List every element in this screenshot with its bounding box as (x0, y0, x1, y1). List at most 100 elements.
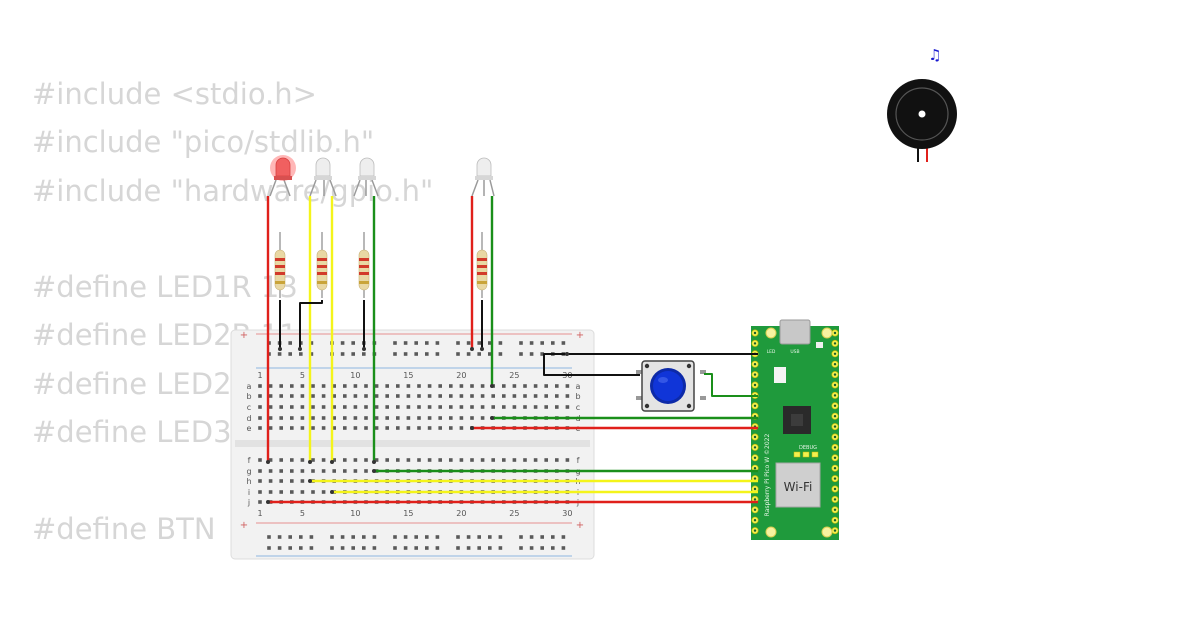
terminal-hole[interactable] (268, 469, 273, 473)
rail-hole[interactable] (372, 546, 377, 550)
rail-hole[interactable] (340, 341, 345, 345)
push-button[interactable] (636, 360, 706, 412)
rail-hole[interactable] (288, 535, 292, 539)
terminal-hole[interactable] (480, 458, 485, 462)
rail-hole[interactable] (309, 535, 314, 539)
rail-hole[interactable] (435, 341, 440, 345)
terminal-hole[interactable] (311, 416, 315, 420)
rail-hole[interactable] (498, 341, 503, 345)
terminal-hole[interactable] (459, 384, 464, 388)
terminal-hole[interactable] (321, 469, 326, 473)
terminal-hole[interactable] (300, 405, 305, 409)
terminal-hole[interactable] (332, 405, 336, 409)
terminal-hole[interactable] (279, 416, 283, 420)
terminal-hole[interactable] (343, 469, 347, 473)
rail-hole[interactable] (456, 546, 460, 550)
rail-hole[interactable] (309, 341, 314, 345)
rail-hole[interactable] (435, 352, 440, 356)
terminal-hole[interactable] (427, 416, 432, 420)
terminal-hole[interactable] (555, 405, 559, 409)
rail-hole[interactable] (393, 546, 397, 550)
terminal-hole[interactable] (523, 394, 527, 398)
terminal-hole[interactable] (321, 416, 326, 420)
terminal-hole[interactable] (343, 426, 347, 430)
terminal-hole[interactable] (290, 490, 294, 494)
terminal-hole[interactable] (565, 394, 570, 398)
debug-pin[interactable] (793, 451, 801, 458)
rail-hole[interactable] (277, 535, 282, 539)
rail-hole[interactable] (477, 535, 481, 539)
rail-hole[interactable] (435, 546, 440, 550)
terminal-hole[interactable] (523, 458, 527, 462)
rail-hole[interactable] (362, 546, 366, 550)
terminal-hole[interactable] (427, 384, 432, 388)
rail-hole[interactable] (340, 352, 345, 356)
terminal-hole[interactable] (279, 490, 283, 494)
terminal-hole[interactable] (300, 384, 305, 388)
terminal-hole[interactable] (321, 384, 326, 388)
terminal-hole[interactable] (258, 405, 262, 409)
terminal-hole[interactable] (396, 458, 400, 462)
terminal-hole[interactable] (279, 405, 283, 409)
terminal-hole[interactable] (332, 394, 336, 398)
rail-hole[interactable] (561, 546, 566, 550)
terminal-hole[interactable] (491, 405, 495, 409)
terminal-hole[interactable] (491, 458, 495, 462)
terminal-hole[interactable] (544, 384, 548, 388)
terminal-hole[interactable] (512, 458, 517, 462)
button-cap[interactable] (653, 371, 683, 401)
terminal-hole[interactable] (533, 384, 538, 388)
terminal-hole[interactable] (374, 384, 379, 388)
led[interactable] (270, 155, 296, 181)
rail-hole[interactable] (372, 535, 377, 539)
rail-hole[interactable] (362, 352, 366, 356)
rail-hole[interactable] (466, 535, 471, 539)
terminal-hole[interactable] (438, 458, 442, 462)
terminal-hole[interactable] (321, 426, 326, 430)
rail-hole[interactable] (551, 546, 555, 550)
terminal-hole[interactable] (279, 426, 283, 430)
terminal-hole[interactable] (470, 384, 474, 388)
terminal-hole[interactable] (385, 405, 389, 409)
terminal-hole[interactable] (512, 384, 517, 388)
terminal-hole[interactable] (353, 394, 358, 398)
resistor[interactable] (476, 232, 488, 298)
rail-hole[interactable] (488, 546, 492, 550)
terminal-hole[interactable] (427, 405, 432, 409)
rail-hole[interactable] (466, 341, 471, 345)
terminal-hole[interactable] (449, 458, 453, 462)
terminal-hole[interactable] (279, 384, 283, 388)
terminal-hole[interactable] (565, 458, 570, 462)
terminal-hole[interactable] (353, 405, 358, 409)
terminal-hole[interactable] (311, 384, 315, 388)
wire[interactable] (299, 300, 323, 349)
terminal-hole[interactable] (396, 405, 400, 409)
rail-hole[interactable] (498, 546, 503, 550)
terminal-hole[interactable] (258, 426, 262, 430)
terminal-hole[interactable] (311, 426, 315, 430)
rail-hole[interactable] (393, 341, 397, 345)
terminal-hole[interactable] (438, 426, 442, 430)
terminal-hole[interactable] (321, 405, 326, 409)
terminal-hole[interactable] (459, 458, 464, 462)
rail-hole[interactable] (267, 546, 271, 550)
terminal-hole[interactable] (470, 416, 474, 420)
rail-hole[interactable] (403, 352, 408, 356)
terminal-hole[interactable] (343, 458, 347, 462)
rail-hole[interactable] (477, 546, 481, 550)
terminal-hole[interactable] (396, 394, 400, 398)
terminal-hole[interactable] (385, 384, 389, 388)
rail-hole[interactable] (529, 535, 534, 539)
terminal-hole[interactable] (290, 405, 294, 409)
rail-hole[interactable] (529, 341, 534, 345)
terminal-hole[interactable] (449, 394, 453, 398)
wire[interactable] (543, 353, 640, 376)
terminal-hole[interactable] (385, 394, 389, 398)
terminal-hole[interactable] (332, 458, 336, 462)
terminal-hole[interactable] (364, 384, 368, 388)
terminal-hole[interactable] (438, 416, 442, 420)
terminal-hole[interactable] (374, 458, 379, 462)
terminal-hole[interactable] (406, 394, 411, 398)
rail-hole[interactable] (529, 546, 534, 550)
